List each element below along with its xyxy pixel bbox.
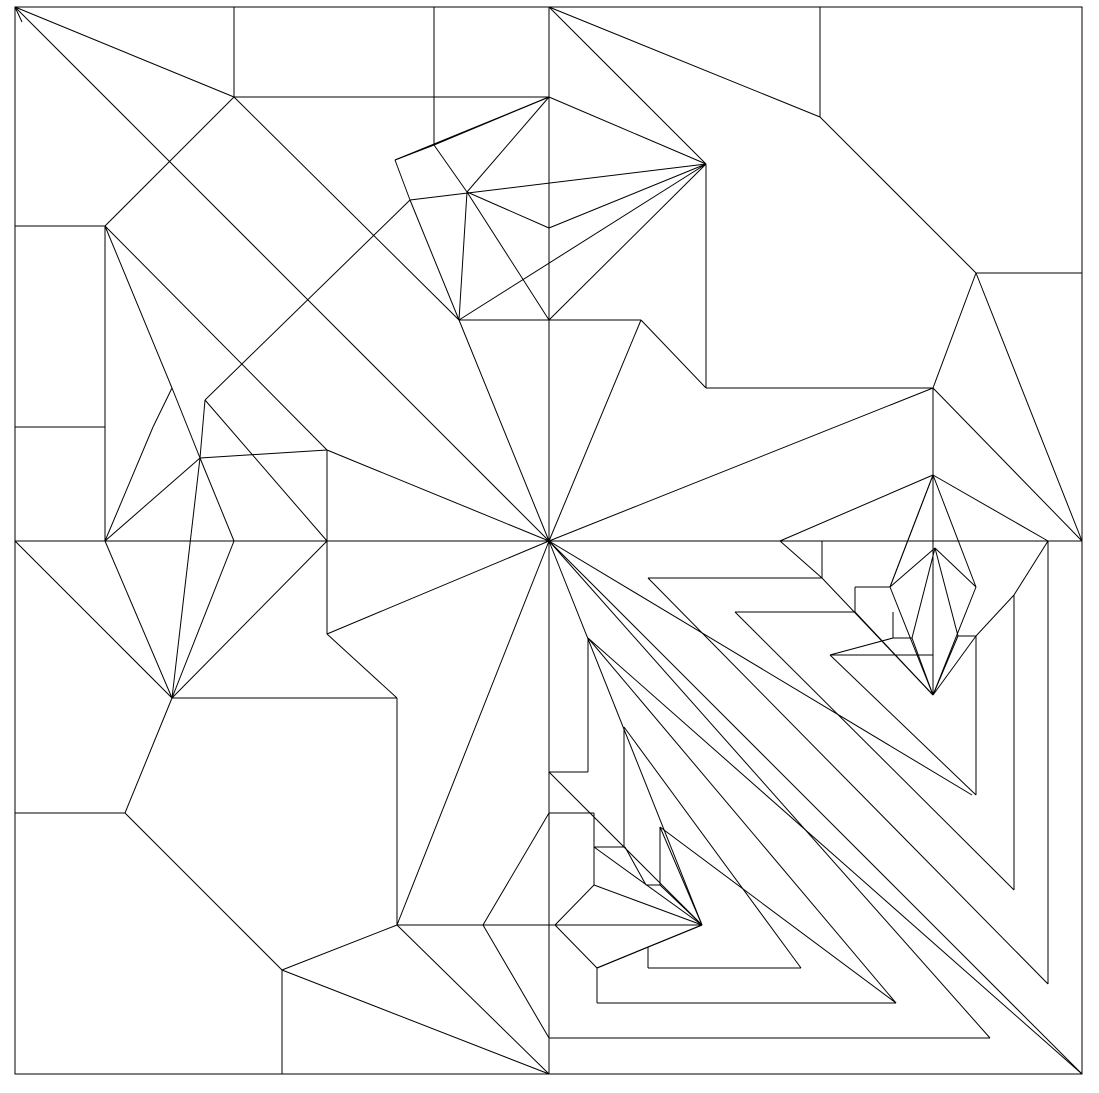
crease-line (548, 387, 934, 542)
crease-line (233, 96, 460, 321)
crease-line (14, 540, 173, 699)
crease-line (1013, 540, 1049, 596)
crease-line (204, 199, 411, 401)
crease-line (394, 159, 411, 201)
crease-line (199, 449, 328, 459)
crease-line (396, 540, 550, 926)
crease-line (482, 812, 550, 926)
crease-line (889, 586, 934, 696)
crease-line (975, 272, 1083, 542)
crease-line (14, 6, 550, 542)
crease-lines (14, 6, 1083, 1075)
crease-line (548, 96, 707, 165)
crease-line (548, 540, 1083, 1075)
crease-line (624, 846, 647, 886)
crease-line (932, 635, 959, 696)
crease-line (104, 426, 154, 542)
crease-line (548, 319, 642, 542)
crease-line (124, 697, 173, 814)
crease-line (659, 826, 703, 926)
crease-line (326, 449, 550, 542)
crease-line (548, 163, 707, 321)
crease-line (458, 319, 550, 542)
crease-line (548, 540, 973, 796)
crease-line (281, 924, 398, 971)
crease-line (932, 474, 1049, 542)
crease-line (934, 547, 977, 588)
crease-line (14, 6, 23, 23)
crease-line (326, 540, 550, 635)
crease-line (458, 191, 468, 321)
crease-line (593, 884, 703, 926)
crease-line (548, 163, 707, 229)
crease-line (779, 474, 934, 542)
crease-line (171, 540, 235, 699)
crease-line (482, 924, 550, 1039)
crease-line (104, 225, 328, 451)
crease-line (779, 540, 823, 579)
crease-line (659, 826, 897, 1004)
crease-line (104, 457, 201, 542)
crease-line (548, 6, 707, 165)
crease-line (889, 547, 936, 588)
crease-line (829, 654, 977, 796)
crease-line (554, 924, 598, 969)
crease-line (647, 924, 703, 948)
crease-line (934, 547, 959, 637)
crease-line (409, 163, 707, 201)
crease-line (623, 726, 802, 969)
crease-line (932, 387, 1083, 542)
crease-line (281, 969, 550, 1075)
crease-line (458, 163, 707, 321)
crease-line (548, 540, 991, 1039)
crease-line (819, 116, 977, 274)
crease-line (171, 540, 328, 699)
crease-line (932, 474, 977, 588)
crease-line (104, 540, 173, 699)
crease-line (433, 144, 468, 193)
crease-line (171, 387, 201, 459)
crease-line (932, 272, 977, 389)
crease-line (409, 199, 460, 321)
crease-line (587, 637, 1083, 1075)
crease-line (593, 846, 703, 926)
crease-line (199, 399, 206, 459)
crease-line (199, 457, 235, 542)
crease-line (104, 225, 173, 389)
crease-line (466, 96, 550, 193)
crease-line (326, 633, 398, 699)
crease-line (124, 812, 283, 971)
crease-line (104, 96, 235, 227)
crease-line (171, 457, 201, 699)
crease-line (647, 577, 1049, 985)
crease-line (854, 611, 934, 696)
crease-line (466, 191, 550, 229)
crease-line (548, 540, 703, 926)
crease-line (659, 884, 703, 926)
crease-line (587, 637, 897, 1004)
crease-line (889, 474, 934, 588)
crease-line (596, 946, 649, 969)
crease-line (911, 547, 936, 639)
crease-line (829, 637, 894, 656)
crease-line (152, 387, 173, 428)
crease-line (396, 924, 550, 1075)
crease-line (975, 594, 1015, 637)
crease-line (932, 635, 977, 696)
crease-line (394, 96, 550, 161)
crease-line (554, 884, 595, 926)
crease-line (548, 6, 821, 118)
crease-line (734, 611, 1015, 891)
crease-line (640, 319, 707, 389)
crease-line (14, 6, 235, 98)
crease-line (466, 191, 550, 321)
crease-line (204, 399, 328, 542)
